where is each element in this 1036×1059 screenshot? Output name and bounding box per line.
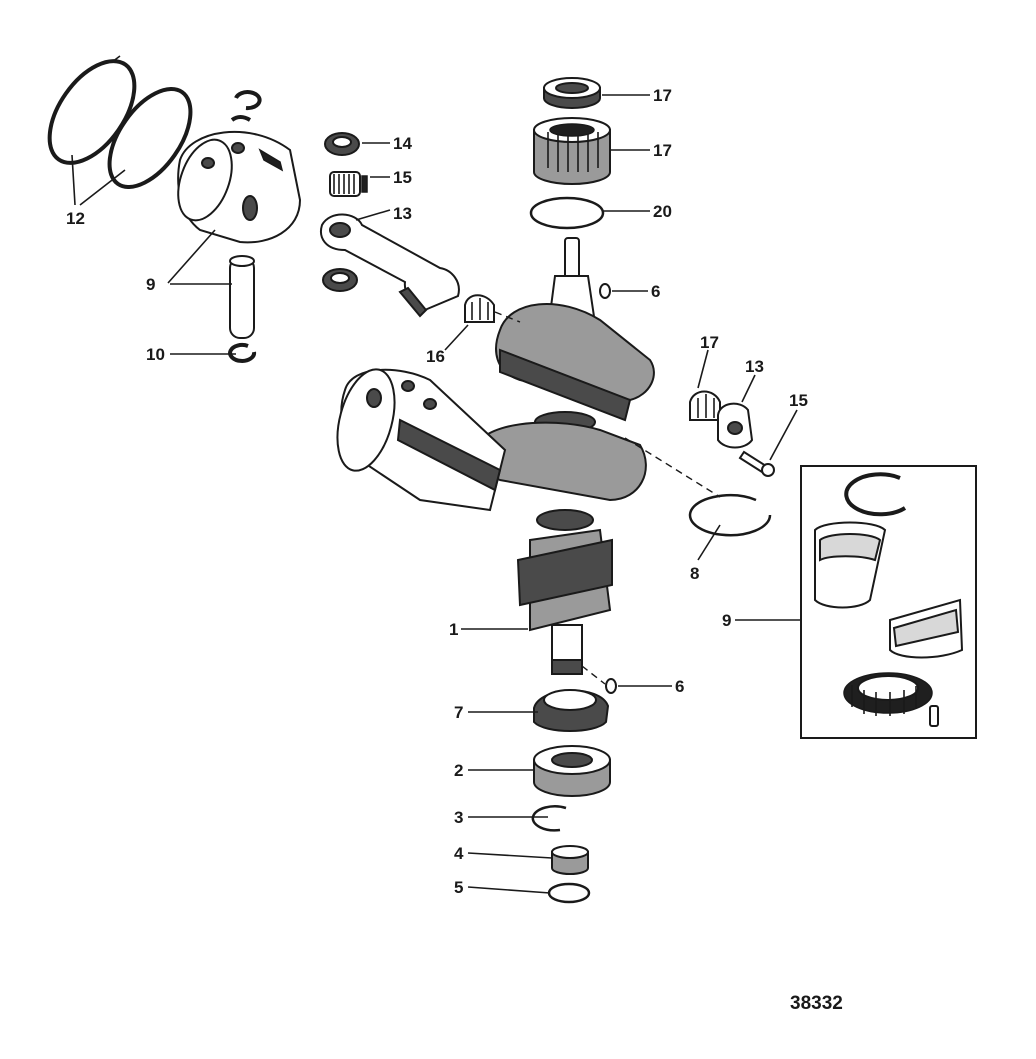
callout-13-right: 13 — [745, 357, 764, 376]
alignment-line-key — [581, 665, 606, 685]
piston-rings — [47, 55, 193, 189]
callout-19: 17 — [653, 86, 672, 105]
callout-4: 4 — [454, 844, 464, 863]
o-ring-top — [529, 196, 605, 230]
callout-11: 10 — [146, 345, 165, 364]
lower-seal-carrier — [533, 689, 610, 732]
callout-17-left: 16 — [426, 347, 445, 366]
callout-13-upper: 13 — [393, 204, 412, 223]
wrist-pin — [229, 255, 255, 339]
figure-code: 38332 — [790, 993, 843, 1014]
callout-2: 2 — [454, 761, 463, 780]
callout-3: 3 — [454, 808, 463, 827]
woodruff-key-upper — [599, 283, 611, 299]
callout-15: 15 — [393, 168, 412, 187]
retaining-ring — [688, 493, 772, 537]
callout-5: 5 — [454, 878, 463, 897]
callout-12: 12 — [66, 209, 85, 228]
callout-6-upper: 6 — [651, 282, 660, 301]
pin-clip-top — [234, 90, 262, 111]
pin-clip — [228, 342, 257, 363]
ball-bearing — [533, 745, 611, 797]
callout-18: 17 — [653, 141, 672, 160]
rod-cap — [717, 402, 754, 449]
o-ring-bottom — [547, 882, 591, 904]
thrust-washer-lower — [322, 268, 358, 292]
top-seal — [543, 77, 601, 109]
lower-bushing — [551, 845, 589, 875]
connecting-rod — [320, 213, 460, 318]
callout-6-lower: 6 — [675, 677, 684, 696]
callout-16: 15 — [789, 391, 808, 410]
leader-lines — [71, 94, 801, 894]
rod-cap-screw — [738, 450, 775, 477]
callout-8: 8 — [690, 564, 699, 583]
callout-9: 9 — [722, 611, 731, 630]
piston — [177, 115, 302, 244]
bearing-kit-box — [800, 465, 977, 739]
alignment-line-cage — [494, 311, 521, 323]
callout-7: 7 — [454, 703, 463, 722]
crankshaft — [475, 237, 655, 675]
alignment-line-ring — [624, 437, 721, 498]
upper-roller-bearing — [533, 117, 611, 185]
needle-bearing-small — [329, 171, 368, 197]
callouts: 17 17 20 6 14 15 13 12 9 10 16 17 13 15 … — [66, 86, 808, 897]
bearing-cage-right — [689, 390, 721, 421]
snap-ring — [531, 805, 567, 832]
bearing-cage-upper — [464, 294, 495, 323]
callout-10: 9 — [146, 275, 155, 294]
assembled-piston — [336, 368, 507, 512]
callout-17-right: 17 — [700, 333, 719, 352]
callout-20: 20 — [653, 202, 672, 221]
thrust-washer — [324, 132, 360, 156]
callout-1: 1 — [449, 620, 458, 639]
woodruff-key-lower — [605, 678, 617, 694]
callout-14: 14 — [393, 134, 412, 153]
